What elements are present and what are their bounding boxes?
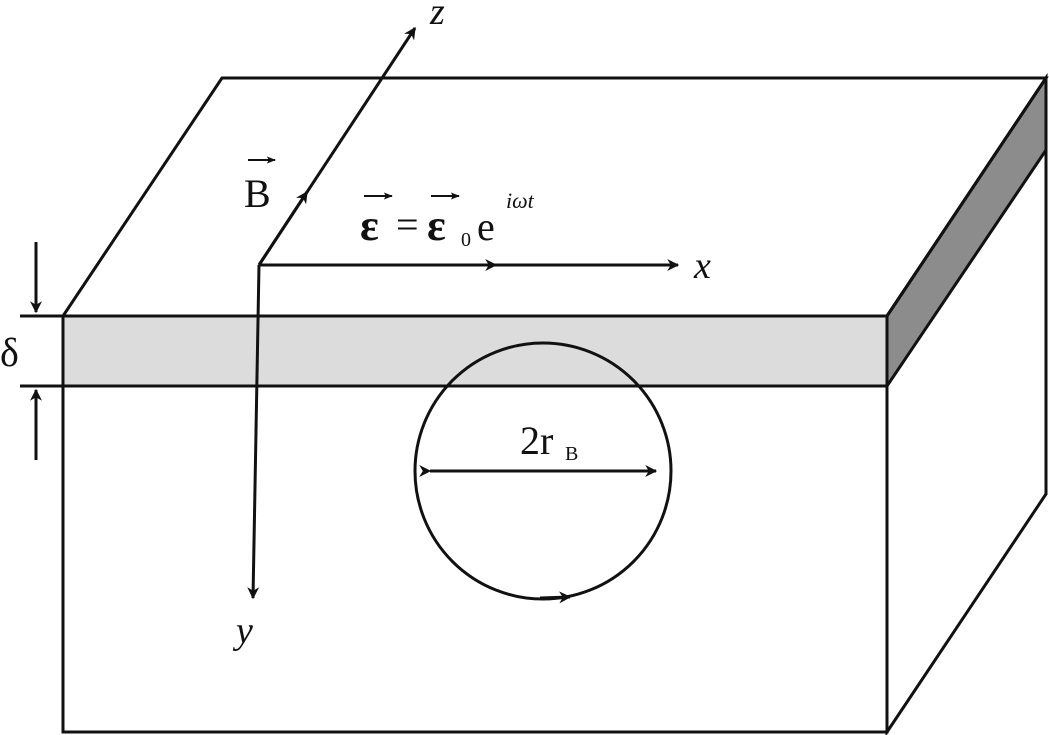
b-label: B (244, 156, 276, 216)
e-lhs: ε (360, 201, 379, 250)
e-exponent: iωt (506, 188, 535, 213)
b-vector (257, 190, 309, 266)
axes (247, 26, 680, 600)
e-exp-base: e (477, 204, 495, 249)
side-face (885, 73, 1048, 735)
skin-depth-marker (20, 242, 63, 460)
x-axis-label: x (693, 245, 711, 287)
z-axis-label: z (429, 0, 445, 33)
b-label-text: B (244, 171, 271, 216)
diameter-label-main: 2r (520, 418, 553, 463)
e-equals: = (396, 202, 419, 247)
e-rhs-subscript: 0 (461, 229, 471, 251)
y-axis-label: y (232, 610, 253, 652)
orbit-direction-arrow (539, 591, 572, 604)
e-rhs: ε (427, 201, 446, 250)
skin-depth-label: δ (0, 330, 19, 375)
y-axis (247, 264, 261, 600)
front-face (61, 384, 889, 734)
orbit (413, 341, 673, 604)
top-face (60, 76, 1049, 318)
skin-layer-front (61, 314, 889, 388)
slab-box (60, 73, 1049, 735)
diameter-label-sub: B (565, 443, 578, 465)
e-field-equation: ε = ε 0 e iωt (360, 188, 535, 251)
diameter-label: 2r B (520, 418, 578, 465)
